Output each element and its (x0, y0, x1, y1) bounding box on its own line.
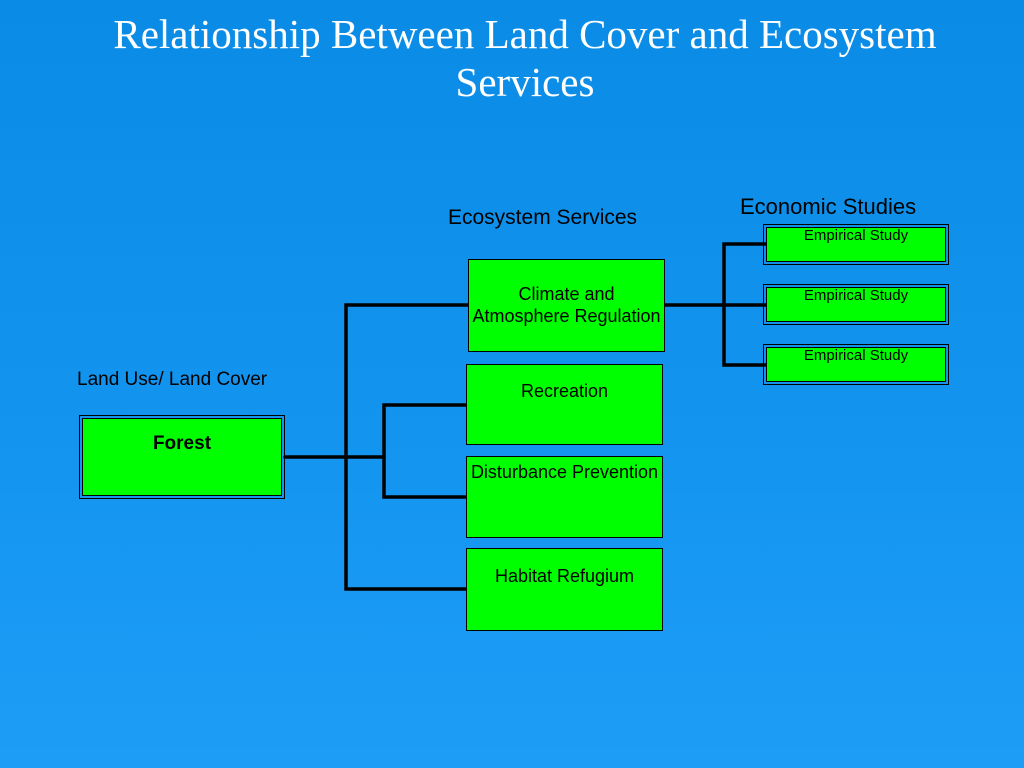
study-label-2: Empirical Study (803, 287, 909, 304)
economic-studies-heading: Economic Studies (740, 194, 917, 219)
service-label-habitat: Habitat Refugium (494, 566, 635, 586)
forest-box: Forest (79, 415, 285, 499)
service-label-climate: Climate and Atmosphere Regulation (472, 284, 661, 326)
service-label-recreation: Recreation (520, 381, 609, 401)
connector-trunk-recreation-disturbance (382, 403, 468, 499)
forest-label: Forest (152, 433, 212, 454)
study-box-2: Empirical Study (763, 284, 949, 325)
land-cover-heading: Land Use/ Land Cover (77, 369, 268, 390)
ecosystem-services-heading: Ecosystem Services (448, 206, 638, 229)
service-box-climate: Climate and Atmosphere Regulation (468, 259, 665, 352)
study-box-3: Empirical Study (763, 344, 949, 385)
connector-trunk-climate-habitat (344, 303, 470, 591)
study-box-1: Empirical Study (763, 224, 949, 265)
service-box-disturbance: Disturbance Prevention (466, 456, 663, 538)
study-label-1: Empirical Study (803, 227, 909, 244)
service-box-habitat: Habitat Refugium (466, 548, 663, 631)
service-label-disturbance: Disturbance Prevention (470, 462, 659, 482)
study-label-3: Empirical Study (803, 347, 909, 364)
service-box-recreation: Recreation (466, 364, 663, 445)
slide-title: Relationship Between Land Cover and Ecos… (113, 11, 937, 105)
connector-studies-branch (722, 242, 768, 367)
